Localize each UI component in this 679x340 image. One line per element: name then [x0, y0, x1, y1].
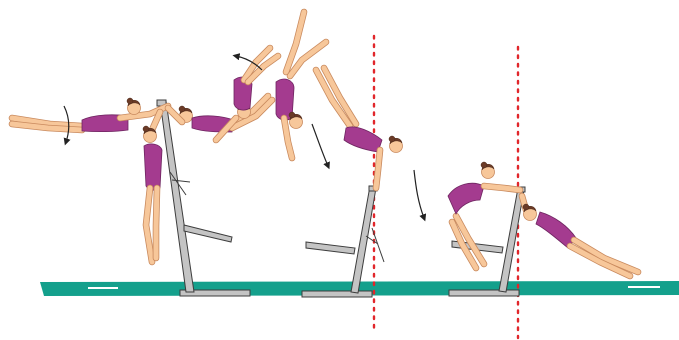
bar-apparatus-2	[302, 186, 384, 297]
rotation-arrow-4	[414, 170, 424, 218]
gymnast-figure-2	[143, 112, 162, 262]
gymnast-figure-5	[276, 12, 326, 158]
gymnast-figure-3	[168, 96, 272, 132]
gymnast-figure-6	[316, 68, 403, 188]
gymnast-figure-8	[522, 196, 638, 276]
rotation-arrow-3	[312, 124, 328, 166]
